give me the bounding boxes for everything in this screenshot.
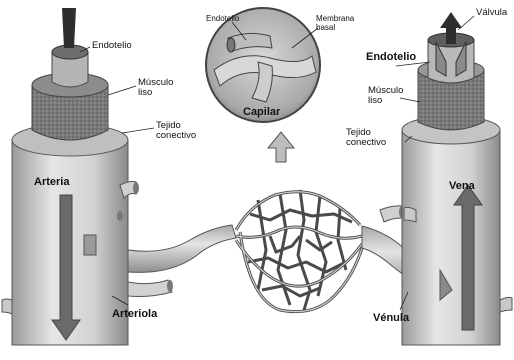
arteriole-illustration — [128, 225, 236, 297]
label-endothelium-artery: Endotelio — [92, 41, 132, 51]
label-venule: Vénula — [373, 312, 409, 324]
artery-illustration — [2, 8, 139, 345]
label-smooth-muscle-vein: Músculo liso — [368, 86, 402, 106]
label-vein: Vena — [449, 180, 475, 192]
label-artery: Arteria — [34, 176, 69, 188]
capillary-magnifier — [206, 8, 320, 122]
label-smooth-muscle-artery: Músculo liso — [138, 78, 172, 98]
label-endothelium-vein: Endotelio — [366, 51, 416, 63]
label-capillary: Capilar — [243, 106, 280, 118]
magnify-arrow — [268, 132, 294, 162]
label-endothelium-capillary: Endotelio — [206, 14, 239, 23]
label-valve: Válvula — [476, 8, 507, 18]
label-connective-tissue-vein: Tejido conectivo — [346, 128, 404, 148]
label-basement-membrane: Membrana basal — [316, 14, 364, 32]
vein-illustration — [402, 12, 512, 345]
label-connective-tissue-artery: Tejido conectivo — [156, 121, 212, 141]
label-arteriole: Arteriola — [112, 308, 157, 320]
capillary-network — [236, 190, 362, 312]
